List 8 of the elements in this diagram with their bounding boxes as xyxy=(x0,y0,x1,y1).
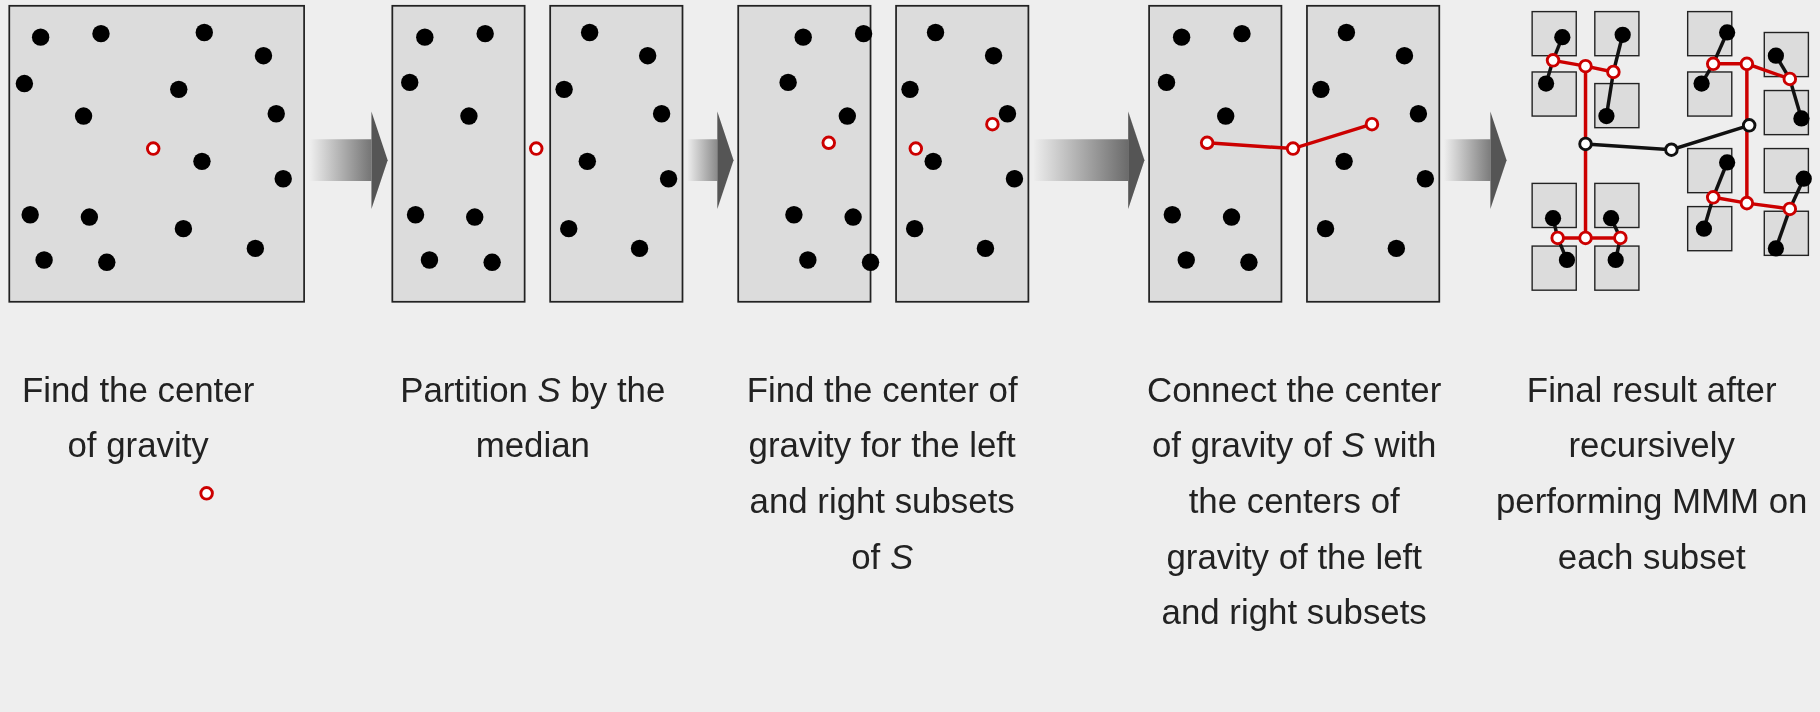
chevron-arrow xyxy=(309,111,388,209)
step-caption: Final result after recursively performing MMM on each subset xyxy=(1494,369,1809,578)
step-caption: Partition S by the median xyxy=(399,369,667,467)
chevron-arrow xyxy=(1443,111,1507,209)
chevron-arrow xyxy=(687,111,734,209)
step-caption: Connect the center of gravity of S with the centers of gravity of the left and right subsets xyxy=(1146,369,1443,634)
step-caption: Find the center of gravity for the left and right subsets of S xyxy=(745,369,1019,578)
step-caption: Find the center of gravity xyxy=(21,369,256,467)
